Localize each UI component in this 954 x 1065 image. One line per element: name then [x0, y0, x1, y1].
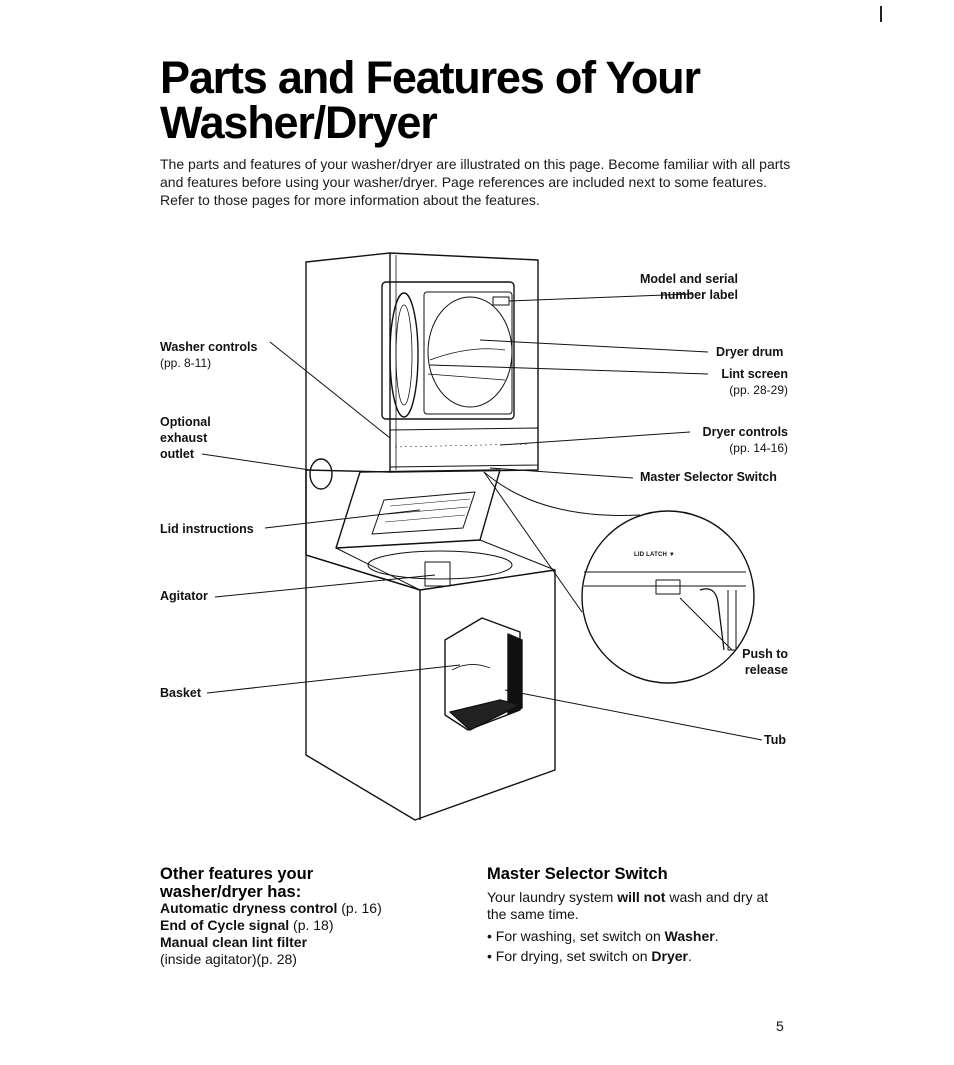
label-dryer-controls-text: Dryer controls	[702, 425, 788, 439]
leader-model-serial	[508, 293, 693, 302]
label-lid-latch: LID LATCH ▼	[634, 552, 676, 558]
feature-page-ref: (p. 16)	[337, 900, 382, 916]
label-lid-instructions: Lid instructions	[160, 522, 254, 536]
label-lint-screen: Lint screen (pp. 28-29)	[700, 366, 788, 398]
leader-basket	[206, 664, 461, 694]
label-basket: Basket	[160, 686, 201, 700]
page-title-line-2: Washer/Dryer	[160, 97, 438, 148]
label-optional-exhaust: Optional exhaust outlet	[160, 414, 211, 462]
list-item: For washing, set switch on Washer.	[487, 926, 719, 946]
label-dryer-controls-pages: (pp. 14-16)	[729, 441, 788, 455]
label-tub: Tub	[764, 733, 786, 747]
bullet-text: .	[688, 948, 692, 964]
leader-dryer-drum	[479, 339, 709, 353]
other-features-list: Automatic dryness control (p. 16) End of…	[160, 900, 382, 968]
page-title: Parts and Features of Your Washer/Dryer	[160, 52, 701, 148]
dryer-cabinet	[305, 252, 539, 473]
washer-tub-opening	[367, 550, 513, 580]
dryer-drum-shape	[427, 296, 513, 408]
leader-washer-controls	[269, 341, 391, 439]
leader-lint-screen	[429, 364, 709, 375]
master-selector-list: For washing, set switch on Washer. For d…	[487, 926, 719, 966]
page-title-line-1: Parts and Features of Your	[160, 52, 701, 103]
body-text: Your laundry system	[487, 889, 618, 905]
page-margin-mark	[880, 6, 882, 22]
lid-latch-switch	[655, 579, 681, 595]
other-features-heading-line-2: washer/dryer has:	[160, 883, 302, 901]
feature-page-ref: (p. 18)	[289, 917, 334, 933]
label-optional-exhaust-line-1: Optional	[160, 415, 211, 429]
label-dryer-controls: Dryer controls (pp. 14-16)	[680, 424, 788, 456]
model-serial-label	[492, 296, 510, 306]
leader-push-release	[679, 597, 733, 651]
feature-name: End of Cycle signal	[160, 917, 290, 933]
list-item: Manual clean lint filter	[160, 934, 382, 951]
label-lint-screen-text: Lint screen	[721, 367, 788, 381]
washer-console	[335, 469, 501, 549]
agitator-shape	[424, 561, 451, 587]
label-master-selector-switch: Master Selector Switch	[640, 470, 777, 484]
list-item: Automatic dryness control (p. 16)	[160, 900, 382, 917]
exhaust-outlet	[309, 458, 333, 490]
body-text: wash and dry at the same time.	[487, 889, 769, 922]
label-model-serial: Model and serial number label	[640, 271, 738, 303]
lid-latch-detail	[581, 510, 755, 684]
master-selector-body: Your laundry system will not wash and dr…	[487, 889, 787, 923]
feature-name: Automatic dryness control	[160, 900, 338, 916]
label-push-to-release: Push to release	[720, 646, 788, 678]
bullet-text: For washing, set switch on	[495, 928, 665, 944]
leader-lid-instructions	[264, 509, 421, 529]
lid-instructions-panel	[371, 491, 476, 535]
list-item: End of Cycle signal (p. 18)	[160, 917, 382, 934]
list-item: For drying, set switch on Dryer.	[487, 946, 719, 966]
bullet-emphasis: Dryer	[651, 948, 689, 964]
other-features-heading: Other features your washer/dryer has:	[160, 865, 313, 901]
bullet-text: For drying, set switch on	[495, 948, 652, 964]
label-dryer-drum: Dryer drum	[716, 345, 784, 359]
dryer-control-panel	[389, 427, 539, 468]
label-model-serial-line-1: Model and serial	[640, 272, 738, 286]
page-number: 5	[776, 1018, 784, 1034]
label-push-to-release-line-1: Push to	[742, 647, 788, 661]
label-model-serial-line-2: number label	[660, 288, 738, 302]
leader-agitator	[214, 574, 436, 598]
feature-name: Manual clean lint filter	[160, 934, 308, 950]
leader-tub	[504, 689, 763, 741]
intro-paragraph: The parts and features of your washer/dr…	[160, 156, 791, 208]
bullet-text: .	[714, 928, 719, 944]
label-push-to-release-line-2: release	[744, 663, 788, 677]
label-optional-exhaust-line-3: outlet	[160, 447, 195, 461]
label-lint-screen-pages: (pp. 28-29)	[729, 383, 788, 397]
leader-optional-exhaust	[201, 453, 311, 471]
other-features-heading-line-1: Other features your	[160, 865, 314, 883]
dryer-door	[389, 292, 419, 418]
label-optional-exhaust-line-2: exhaust	[160, 431, 208, 445]
master-selector-heading: Master Selector Switch	[487, 865, 668, 883]
label-agitator: Agitator	[160, 589, 208, 603]
leader-master-selector	[489, 467, 634, 479]
body-emphasis: will not	[617, 889, 666, 905]
label-washer-controls-pages: (pp. 8-11)	[160, 356, 212, 370]
basket-cutaway	[444, 617, 521, 731]
label-washer-controls: Washer controls (pp. 8-11)	[160, 339, 257, 371]
dryer-door-frame	[381, 281, 515, 420]
leader-dryer-controls	[499, 431, 691, 446]
bullet-emphasis: Washer	[664, 928, 715, 944]
label-washer-controls-text: Washer controls	[160, 340, 258, 354]
list-item: (inside agitator)(p. 28)	[160, 951, 297, 967]
